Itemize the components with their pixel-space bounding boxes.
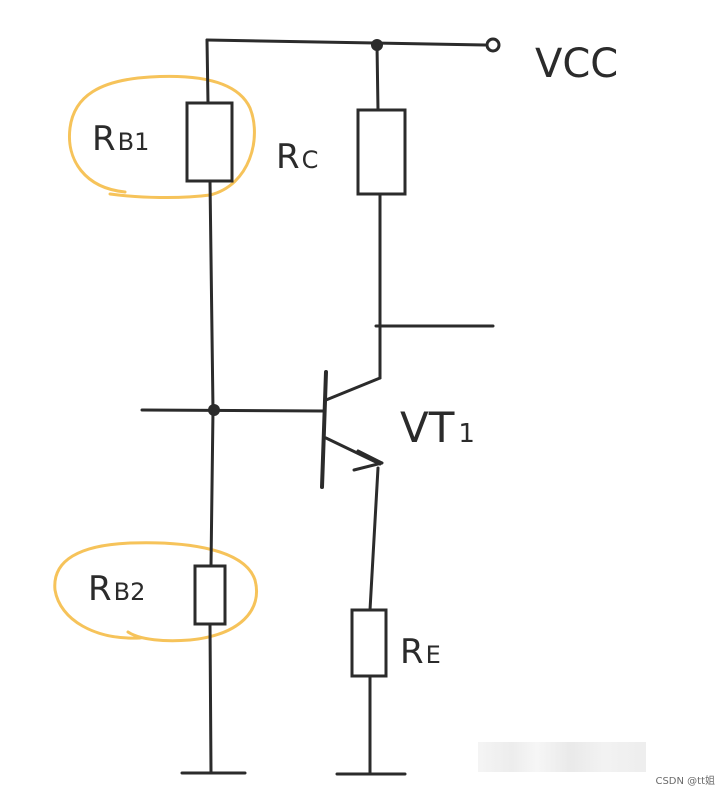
vt1-collector-lead — [324, 376, 382, 402]
rb1-label: RB1 — [92, 119, 149, 159]
vt1-base-bar — [320, 370, 328, 489]
vcc-rail-wire — [205, 38, 487, 47]
rb2-highlight-outline — [53, 541, 258, 643]
watermark-blur-patch — [478, 742, 646, 772]
re-resistor — [350, 608, 388, 678]
re-label: RE — [400, 632, 441, 672]
rb1-highlight-outline — [67, 74, 256, 200]
rc-top-wire — [375, 43, 380, 112]
rb2-bottom-wire — [208, 622, 213, 775]
rb1-resistor — [185, 101, 234, 183]
csdn-watermark: CSDN @tt姐 — [655, 776, 715, 787]
rb1-top-wire — [205, 38, 210, 105]
rb2-top-wire — [209, 408, 215, 568]
rc-label: RC — [276, 137, 318, 177]
input-base-wire — [140, 408, 325, 413]
rb2-label: RB2 — [88, 569, 145, 609]
vt1-emitter-arrow — [352, 449, 384, 472]
vcc-terminal — [485, 37, 501, 53]
rb1-bottom-wire — [208, 179, 215, 412]
vcc-label: VCC — [535, 41, 618, 87]
rb2-resistor — [193, 564, 227, 626]
rc-resistor — [356, 108, 407, 196]
emitter-to-re-wire — [368, 466, 380, 612]
vt1-emitter-lead — [324, 436, 382, 466]
